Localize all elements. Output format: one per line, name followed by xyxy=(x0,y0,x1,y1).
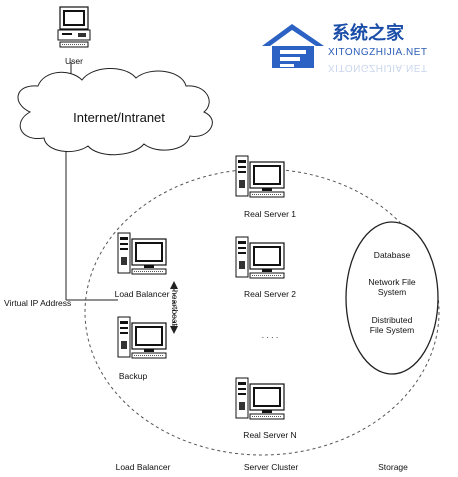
footer-server-cluster: Server Cluster xyxy=(243,462,299,472)
ellipsis-label: . . . . xyxy=(261,330,279,340)
watermark-subtitle: XITONGZHIJIA.NET xyxy=(328,47,428,58)
load-balancer-node-label: Load Balancer xyxy=(114,289,170,299)
real-server-1-label: Real Server 1 xyxy=(244,209,296,219)
backup-computer-icon xyxy=(117,316,167,359)
user-computer-icon xyxy=(57,6,91,48)
storage-nfs: Network File System xyxy=(368,277,416,297)
real-server-n-label: Real Server N xyxy=(243,430,297,440)
storage-database: Database xyxy=(373,250,411,260)
load-balancer-computer-icon xyxy=(117,232,167,275)
watermark-logo xyxy=(262,24,324,68)
backup-label: Backup xyxy=(118,371,148,381)
real-server-2-computer-icon xyxy=(235,236,285,279)
house-logo-icon xyxy=(262,24,324,68)
storage-ellipse xyxy=(345,221,439,375)
internet-label: Internet/Intranet xyxy=(73,110,165,125)
real-server-1-computer-icon xyxy=(235,155,285,198)
real-server-n-computer-icon xyxy=(235,377,285,420)
user-label: User xyxy=(65,56,83,66)
virtual-ip-label: Virtual IP Address xyxy=(4,298,72,308)
watermark-reflection: XITONGZHIJIA.NET xyxy=(328,62,428,73)
real-server-2-label: Real Server 2 xyxy=(244,289,296,299)
watermark-title: 系统之家 xyxy=(332,23,404,44)
heartbeat-label: heartbeat xyxy=(170,290,180,326)
heartbeat-arrowhead-up xyxy=(170,281,178,289)
heartbeat-arrowhead-down xyxy=(170,326,178,334)
storage-dfs: Distributed File System xyxy=(369,315,415,335)
cluster-dashed-ellipse xyxy=(84,168,440,456)
internet-cloud xyxy=(17,67,213,156)
footer-storage: Storage xyxy=(378,462,408,472)
footer-load-balancer: Load Balancer xyxy=(115,462,171,472)
